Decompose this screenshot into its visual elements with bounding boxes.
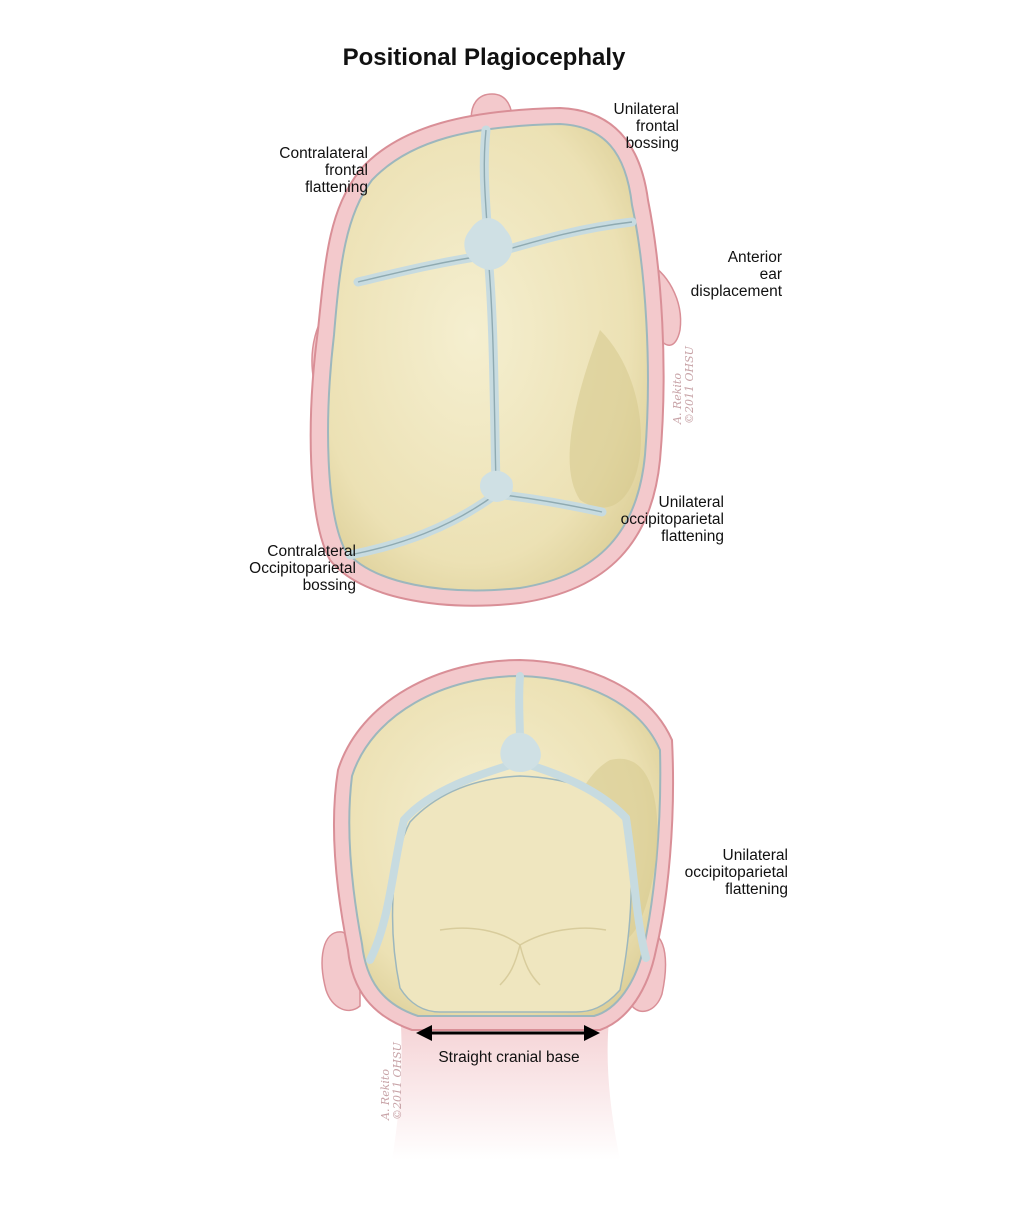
top-bone <box>327 122 649 592</box>
top-view-skull <box>309 93 682 607</box>
label-straight-cranial-base: Straight cranial base <box>438 1049 580 1066</box>
label-anterior-ear-displacement: Anterior ear displacement <box>690 249 782 300</box>
posterior-fontanelle <box>479 470 513 502</box>
anterior-fontanelle <box>464 218 513 270</box>
diagram-title: Positional Plagiocephaly <box>342 44 626 71</box>
top-bone-shade <box>569 330 641 508</box>
label-contralateral-occipitoparietal-bossing: Contralateral Occipitoparietal bossing <box>249 543 356 594</box>
back-view-skull <box>321 658 675 1160</box>
artist-signature-top: A. Rekito ©2011 OHSU <box>671 346 696 424</box>
cranial-base-arrow <box>416 1025 600 1041</box>
occipital-bone <box>391 775 632 1013</box>
label-contralateral-frontal-flattening: Contralateral frontal flattening <box>279 145 368 196</box>
lambda-fontanelle <box>500 732 541 772</box>
label-unilateral-occipitoparietal-flattening-back: Unilateral occipitoparietal flattening <box>684 847 788 898</box>
neck <box>392 1010 620 1160</box>
artist-signature-back: A. Rekito ©2011 OHSU <box>379 1042 404 1120</box>
label-unilateral-occipitoparietal-flattening-top: Unilateral occipitoparietal flattening <box>620 494 724 545</box>
label-unilateral-frontal-bossing: Unilateral frontal bossing <box>613 101 679 152</box>
